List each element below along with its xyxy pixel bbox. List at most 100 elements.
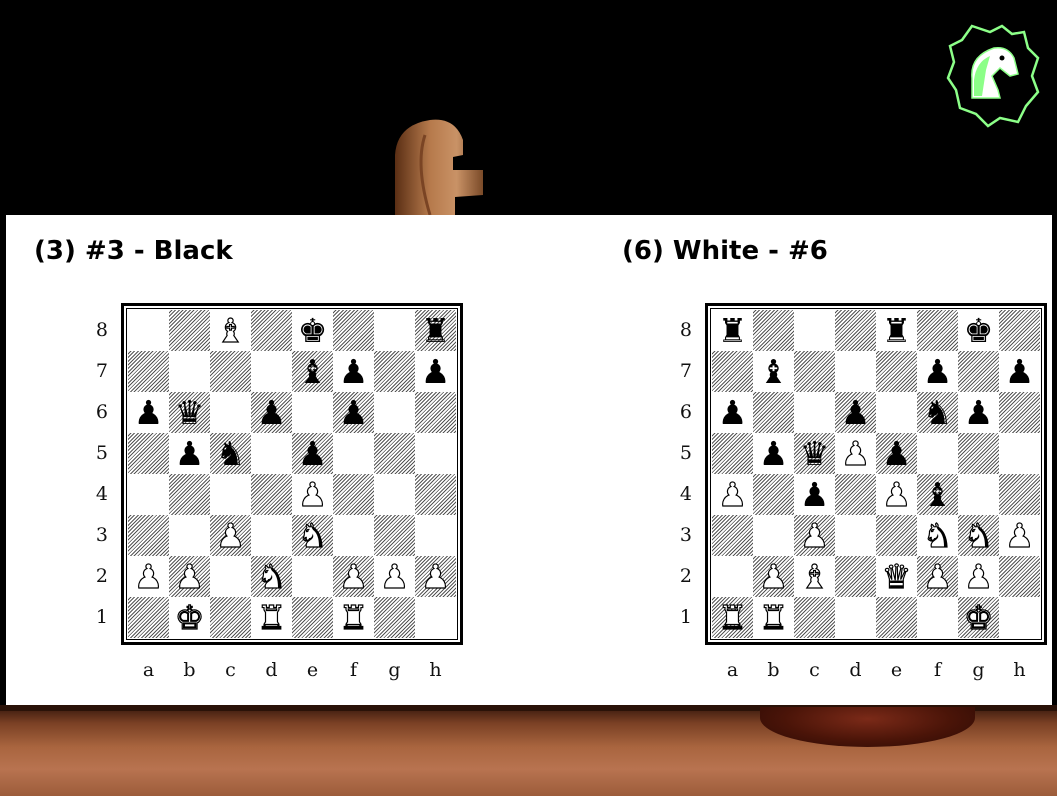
square-f6[interactable]: ♞: [917, 392, 958, 433]
square-b8[interactable]: [753, 310, 794, 351]
square-a3[interactable]: [712, 515, 753, 556]
square-c1[interactable]: [210, 597, 251, 638]
white-pawn-icon[interactable]: ♟: [718, 478, 748, 511]
black-pawn-icon[interactable]: ♟: [339, 355, 369, 388]
white-pawn-icon[interactable]: ♟: [841, 437, 871, 470]
square-a4[interactable]: [128, 474, 169, 515]
square-d8[interactable]: [835, 310, 876, 351]
black-queen-icon[interactable]: ♛: [800, 437, 830, 470]
square-h7[interactable]: ♟: [999, 351, 1040, 392]
white-pawn-icon[interactable]: ♟: [882, 478, 912, 511]
white-rook-icon[interactable]: ♜: [718, 601, 748, 634]
square-f7[interactable]: ♟: [917, 351, 958, 392]
white-pawn-icon[interactable]: ♟: [175, 560, 205, 593]
square-g1[interactable]: ♚: [958, 597, 999, 638]
black-pawn-icon[interactable]: ♟: [964, 396, 994, 429]
white-bishop-icon[interactable]: ♝: [800, 560, 830, 593]
square-e5[interactable]: ♟: [876, 433, 917, 474]
square-h4[interactable]: [999, 474, 1040, 515]
square-c6[interactable]: [794, 392, 835, 433]
square-e2[interactable]: [292, 556, 333, 597]
black-pawn-icon[interactable]: ♟: [339, 396, 369, 429]
white-pawn-icon[interactable]: ♟: [339, 560, 369, 593]
white-pawn-icon[interactable]: ♟: [380, 560, 410, 593]
square-e3[interactable]: [876, 515, 917, 556]
square-b7[interactable]: [169, 351, 210, 392]
white-pawn-icon[interactable]: ♟: [759, 560, 789, 593]
square-f8[interactable]: [333, 310, 374, 351]
white-pawn-icon[interactable]: ♟: [923, 560, 953, 593]
square-g1[interactable]: [374, 597, 415, 638]
square-g6[interactable]: ♟: [958, 392, 999, 433]
square-d4[interactable]: [835, 474, 876, 515]
black-pawn-icon[interactable]: ♟: [800, 478, 830, 511]
square-h3[interactable]: ♟: [999, 515, 1040, 556]
square-a1[interactable]: [128, 597, 169, 638]
square-d2[interactable]: ♞: [251, 556, 292, 597]
white-knight-icon[interactable]: ♞: [257, 560, 287, 593]
square-a3[interactable]: [128, 515, 169, 556]
white-rook-icon[interactable]: ♜: [257, 601, 287, 634]
black-pawn-icon[interactable]: ♟: [759, 437, 789, 470]
square-g7[interactable]: [374, 351, 415, 392]
square-c2[interactable]: [210, 556, 251, 597]
black-pawn-icon[interactable]: ♟: [882, 437, 912, 470]
square-e7[interactable]: [876, 351, 917, 392]
square-e2[interactable]: ♛: [876, 556, 917, 597]
square-f4[interactable]: ♝: [917, 474, 958, 515]
square-d7[interactable]: [251, 351, 292, 392]
square-g4[interactable]: [958, 474, 999, 515]
white-knight-icon[interactable]: ♞: [298, 519, 328, 552]
black-knight-icon[interactable]: ♞: [923, 396, 953, 429]
square-e7[interactable]: ♝: [292, 351, 333, 392]
square-d1[interactable]: [835, 597, 876, 638]
square-a2[interactable]: [712, 556, 753, 597]
square-a7[interactable]: [128, 351, 169, 392]
white-pawn-icon[interactable]: ♟: [421, 560, 451, 593]
square-g6[interactable]: [374, 392, 415, 433]
square-b7[interactable]: ♝: [753, 351, 794, 392]
square-b8[interactable]: [169, 310, 210, 351]
square-b2[interactable]: ♟: [169, 556, 210, 597]
square-f1[interactable]: [917, 597, 958, 638]
square-d3[interactable]: [251, 515, 292, 556]
square-a5[interactable]: [128, 433, 169, 474]
square-d2[interactable]: [835, 556, 876, 597]
square-c6[interactable]: [210, 392, 251, 433]
square-g5[interactable]: [958, 433, 999, 474]
square-h3[interactable]: [415, 515, 456, 556]
square-f1[interactable]: ♜: [333, 597, 374, 638]
square-c8[interactable]: ♝: [210, 310, 251, 351]
square-g3[interactable]: ♞: [958, 515, 999, 556]
square-b6[interactable]: [753, 392, 794, 433]
square-f3[interactable]: [333, 515, 374, 556]
square-h7[interactable]: ♟: [415, 351, 456, 392]
square-b5[interactable]: ♟: [169, 433, 210, 474]
black-pawn-icon[interactable]: ♟: [421, 355, 451, 388]
square-g8[interactable]: ♚: [958, 310, 999, 351]
square-a4[interactable]: ♟: [712, 474, 753, 515]
square-f2[interactable]: ♟: [917, 556, 958, 597]
square-f2[interactable]: ♟: [333, 556, 374, 597]
square-e8[interactable]: ♜: [876, 310, 917, 351]
square-h5[interactable]: [415, 433, 456, 474]
square-b3[interactable]: [753, 515, 794, 556]
white-pawn-icon[interactable]: ♟: [298, 478, 328, 511]
square-f7[interactable]: ♟: [333, 351, 374, 392]
square-e1[interactable]: [292, 597, 333, 638]
square-d5[interactable]: ♟: [835, 433, 876, 474]
square-c4[interactable]: ♟: [794, 474, 835, 515]
square-f6[interactable]: ♟: [333, 392, 374, 433]
square-f5[interactable]: [333, 433, 374, 474]
white-knight-icon[interactable]: ♞: [923, 519, 953, 552]
square-c5[interactable]: ♞: [210, 433, 251, 474]
square-b4[interactable]: [169, 474, 210, 515]
square-a8[interactable]: [128, 310, 169, 351]
square-d1[interactable]: ♜: [251, 597, 292, 638]
black-pawn-icon[interactable]: ♟: [257, 396, 287, 429]
black-pawn-icon[interactable]: ♟: [841, 396, 871, 429]
square-b6[interactable]: ♛: [169, 392, 210, 433]
square-h6[interactable]: [999, 392, 1040, 433]
square-g2[interactable]: ♟: [374, 556, 415, 597]
square-d7[interactable]: [835, 351, 876, 392]
